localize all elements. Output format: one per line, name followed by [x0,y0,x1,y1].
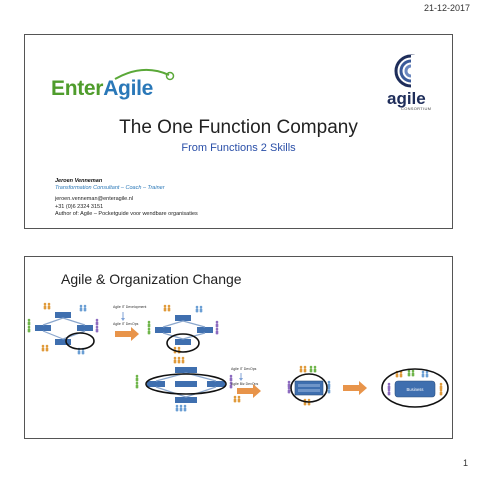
page-number: 1 [462,458,468,468]
organization-change-diagram: Agile IT Development Agile IT DevOps [27,302,449,412]
transition-arrow [115,327,139,341]
label-agile-it-development: Agile IT Development [113,305,146,309]
author-role: Transformation Consultant – Coach – Trai… [55,185,165,192]
label-agile-it-devops-2: Agile IT DevOps [231,367,257,371]
date-header: 21-12-2017 [423,3,470,13]
diagram-group-business: Business [381,368,449,408]
label-agile-it-devops: Agile IT DevOps [113,322,139,326]
highlight-ring [166,333,200,353]
slide-subtitle-text: From Functions 2 Skills [181,142,296,154]
logo-swoosh-icon [114,68,175,81]
author-book: Author of: Agile – Pocketguide voor wend… [55,210,198,217]
diagram-group-bizdevops [287,365,331,406]
slide2-title: Agile & Organization Change [61,271,242,287]
author-email: jeroen.venneman@enteragile.nl [55,196,134,203]
slide-title: EnterAgile agile CONSORTIUM The One Func… [24,34,453,229]
diagram-node [77,325,93,331]
highlight-ring [381,368,449,408]
author-block: Jeroen Venneman Transformation Consultan… [55,178,198,218]
diagram-group-functions-merged [135,356,241,412]
slide-title-text: The One Function Company [119,117,358,138]
author-name: Jeroen Venneman [55,178,103,184]
logo-word-enter: Enter [51,77,104,100]
consortium-rings-icon [394,54,437,91]
label-business: Business [407,387,424,392]
consortium-subtitle: CONSORTIUM [401,106,432,111]
diagram-node [55,339,71,345]
transition-arrow [237,384,261,398]
author-phone: +31 (0)6 2324 3151 [55,203,104,210]
highlight-ring [290,373,328,403]
consortium-name: agile [387,89,426,108]
transition-arrow [343,381,367,395]
diagram-group-devops [147,304,219,354]
slide-agile-organization-change: Agile & Organization Change Agile IT Dev… [24,256,453,439]
agile-consortium-logo: agile CONSORTIUM [381,53,437,111]
label-agile-biz-devops: Agile Biz DevOps [231,382,258,386]
highlight-ring [145,373,227,395]
diagram-node [55,312,71,318]
diagram-group-functions [27,302,99,355]
highlight-ring [65,332,95,350]
logo-word-agile: Agile [103,77,154,100]
enteragile-logo: EnterAgile [51,67,175,107]
diagram-node [35,325,51,331]
